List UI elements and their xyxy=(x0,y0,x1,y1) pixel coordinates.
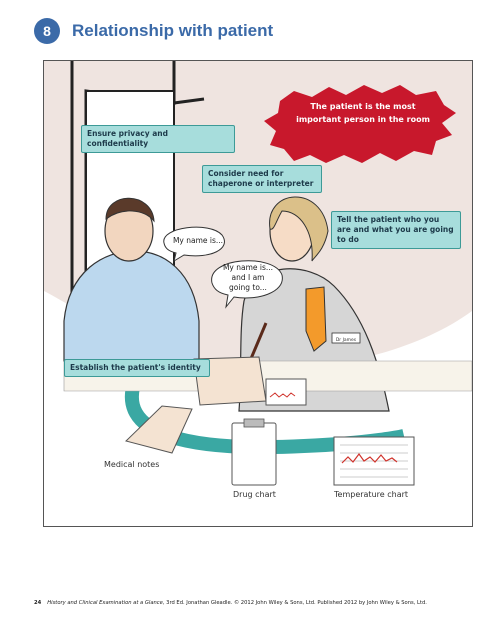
label-temperature-chart: Temperature chart xyxy=(334,490,409,499)
chapter-header: 8 Relationship with patient xyxy=(34,18,273,44)
callout-identity: Establish the patient's identity xyxy=(64,359,210,378)
doctor-speech-bubble xyxy=(211,260,283,309)
name-badge xyxy=(331,332,361,344)
page-number: 24 xyxy=(34,600,42,606)
pen xyxy=(248,322,268,362)
chapter-title: Relationship with patient xyxy=(72,21,274,40)
medical-notes-illustration xyxy=(125,405,193,454)
copyright-text: , 3rd Ed. Jonathan Gleadle. © 2012 John … xyxy=(162,600,427,606)
page-footer: 24 History and Clinical Examination at a … xyxy=(34,600,474,606)
callout-chaperone: Consider need for chaperone or interpret… xyxy=(202,165,322,194)
callout-privacy: Ensure privacy and confidentiality xyxy=(81,125,235,154)
star-banner-text: The patient is the most important person… xyxy=(296,102,430,124)
name-badge-text: Dr James xyxy=(336,337,357,343)
illustration-frame: Dr James The patient is the most importa… xyxy=(43,60,473,527)
star-banner-shape xyxy=(264,85,456,163)
patient-speech-text: My name is... xyxy=(172,236,224,245)
desk-chart xyxy=(265,378,307,406)
label-medical-notes: Medical notes xyxy=(104,460,160,469)
chapter-number-badge: 8 xyxy=(34,18,60,44)
label-drug-chart: Drug chart xyxy=(233,490,276,499)
callout-tell-patient: Tell the patient who you are and what yo… xyxy=(331,211,461,250)
book-title: History and Clinical Examination at a Gl… xyxy=(47,600,163,606)
patient-speech-bubble xyxy=(163,226,225,263)
doctor-speech-text: My name is... and I am going to... xyxy=(222,263,274,293)
drug-chart-illustration xyxy=(231,422,277,486)
